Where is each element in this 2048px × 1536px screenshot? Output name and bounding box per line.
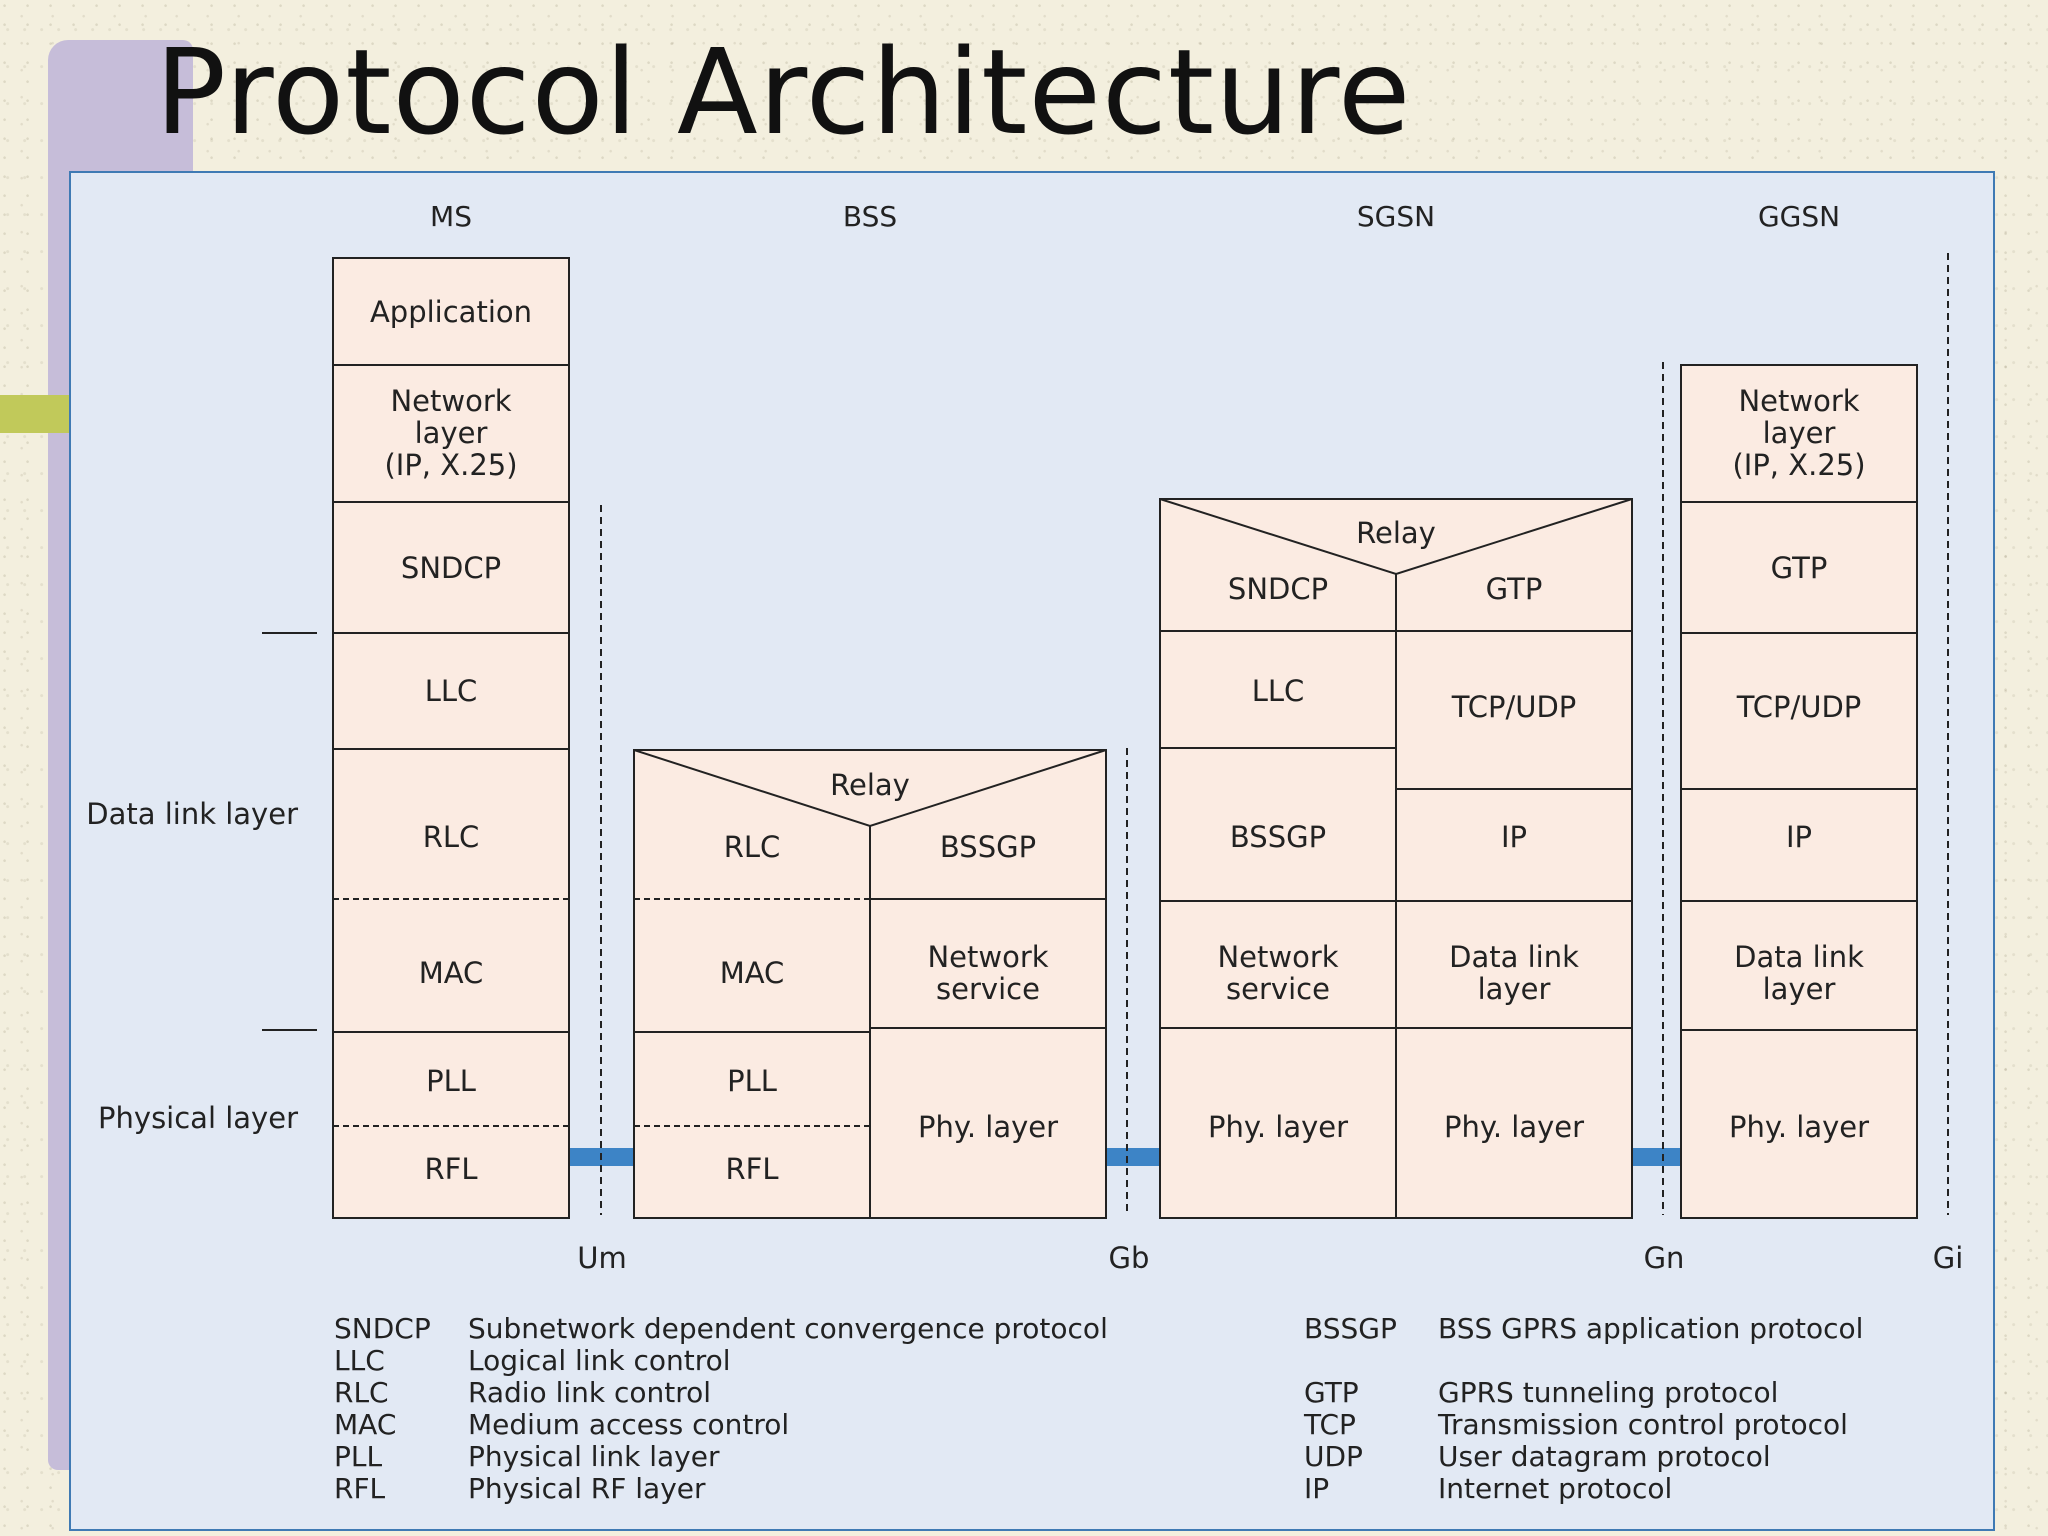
ggsn-stack bbox=[1680, 364, 1918, 1219]
ggsn-gtp: GTP bbox=[1771, 551, 1828, 585]
sgsn-tcp-udp: TCP/UDP bbox=[1451, 690, 1577, 724]
sgsn-ip: IP bbox=[1501, 820, 1527, 854]
sgsn-data-link-2: layer bbox=[1478, 972, 1551, 1006]
ggsn-data-link-1: Data link bbox=[1734, 940, 1864, 974]
bss-bssgp: BSSGP bbox=[940, 830, 1036, 864]
legend-abbr: BSSGP bbox=[1304, 1312, 1397, 1345]
ggsn-tcp-udp: TCP/UDP bbox=[1736, 690, 1862, 724]
link-gb bbox=[1106, 1148, 1161, 1166]
legend-text: Physical link layer bbox=[468, 1440, 720, 1473]
legend-abbr: PLL bbox=[334, 1440, 382, 1473]
interface-label-gn: Gn bbox=[1644, 1241, 1685, 1275]
ms-network-layer-3: (IP, X.25) bbox=[384, 448, 517, 482]
sgsn-data-link-1: Data link bbox=[1449, 940, 1579, 974]
ggsn-phy-layer: Phy. layer bbox=[1729, 1110, 1869, 1144]
node-label-ms: MS bbox=[430, 200, 472, 233]
interface-label-gb: Gb bbox=[1109, 1241, 1150, 1275]
ms-labels: Application Network layer (IP, X.25) SND… bbox=[370, 295, 532, 1186]
legend-text: Transmission control protocol bbox=[1437, 1408, 1848, 1441]
bss-labels: Relay RLC BSSGP MAC Network service PLL … bbox=[720, 768, 1058, 1186]
ms-network-layer-2: layer bbox=[415, 416, 488, 450]
node-label-ggsn: GGSN bbox=[1758, 200, 1840, 233]
ggsn-network-layer-3: (IP, X.25) bbox=[1732, 448, 1865, 482]
legend-abbr: RFL bbox=[334, 1472, 386, 1505]
ms-application: Application bbox=[370, 295, 532, 329]
legend-text: Logical link control bbox=[468, 1344, 731, 1377]
legend-text: Internet protocol bbox=[1438, 1472, 1672, 1505]
sgsn-bssgp: BSSGP bbox=[1230, 820, 1326, 854]
node-label-bss: BSS bbox=[843, 200, 897, 233]
ggsn-labels: Network layer (IP, X.25) GTP TCP/UDP IP … bbox=[1729, 384, 1869, 1144]
ms-stack bbox=[332, 257, 570, 1219]
sgsn-labels: Relay SNDCP GTP LLC TCP/UDP BSSGP IP Net… bbox=[1208, 516, 1584, 1144]
legend-abbr: RLC bbox=[334, 1376, 389, 1409]
ggsn-data-link-2: layer bbox=[1763, 972, 1836, 1006]
legend-abbr: SNDCP bbox=[334, 1312, 431, 1345]
side-label-physical: Physical layer bbox=[98, 1101, 298, 1135]
legend-text: BSS GPRS application protocol bbox=[1438, 1312, 1863, 1345]
ms-rlc: RLC bbox=[423, 820, 480, 854]
bss-mac: MAC bbox=[720, 956, 785, 990]
bss-phy-layer: Phy. layer bbox=[918, 1110, 1058, 1144]
legend-right: BSSGP BSS GPRS application protocol GTP … bbox=[1303, 1312, 1863, 1505]
sgsn-network-service-1: Network bbox=[1217, 940, 1338, 974]
legend-abbr: LLC bbox=[334, 1344, 385, 1377]
link-gn bbox=[1633, 1148, 1681, 1166]
decorative-green-bar bbox=[0, 395, 80, 433]
bss-rfl: RFL bbox=[726, 1152, 779, 1186]
sgsn-sndcp: SNDCP bbox=[1228, 572, 1328, 606]
legend-abbr: IP bbox=[1304, 1472, 1329, 1505]
ggsn-network-layer-2: layer bbox=[1763, 416, 1836, 450]
bss-pll: PLL bbox=[727, 1064, 777, 1098]
sgsn-llc: LLC bbox=[1252, 674, 1305, 708]
bss-rlc: RLC bbox=[724, 830, 781, 864]
legend-text: GPRS tunneling protocol bbox=[1438, 1376, 1778, 1409]
legend-abbr: UDP bbox=[1304, 1440, 1363, 1473]
legend-abbr: GTP bbox=[1304, 1376, 1359, 1409]
legend-text: Physical RF layer bbox=[468, 1472, 706, 1505]
node-label-sgsn: SGSN bbox=[1357, 200, 1435, 233]
legend-text: User datagram protocol bbox=[1438, 1440, 1771, 1473]
interface-label-um: Um bbox=[577, 1241, 626, 1275]
bss-network-service-2: service bbox=[936, 972, 1040, 1006]
legend-text: Subnetwork dependent convergence protoco… bbox=[468, 1312, 1108, 1345]
sgsn-phy-layer-left: Phy. layer bbox=[1208, 1110, 1348, 1144]
interface-label-gi: Gi bbox=[1933, 1241, 1964, 1275]
slide-title: Protocol Architecture bbox=[155, 23, 1412, 161]
sgsn-phy-layer-right: Phy. layer bbox=[1444, 1110, 1584, 1144]
ms-llc: LLC bbox=[425, 674, 478, 708]
legend-left: SNDCP Subnetwork dependent convergence p… bbox=[334, 1312, 1108, 1505]
legend-abbr: MAC bbox=[334, 1408, 396, 1441]
layer-brackets bbox=[262, 632, 317, 1031]
interface-lines bbox=[600, 253, 1949, 1215]
sgsn-relay: Relay bbox=[1356, 516, 1436, 550]
bss-network-service-1: Network bbox=[927, 940, 1048, 974]
legend-text: Medium access control bbox=[468, 1408, 789, 1441]
bss-relay: Relay bbox=[830, 768, 910, 802]
ms-rfl: RFL bbox=[425, 1152, 478, 1186]
ms-mac: MAC bbox=[419, 956, 484, 990]
bss-stack bbox=[633, 749, 1107, 1219]
sgsn-network-service-2: service bbox=[1226, 972, 1330, 1006]
side-label-data-link: Data link layer bbox=[86, 797, 298, 831]
ms-pll: PLL bbox=[426, 1064, 476, 1098]
sgsn-stack bbox=[1159, 498, 1633, 1219]
legend-abbr: TCP bbox=[1303, 1408, 1356, 1441]
ms-network-layer-1: Network bbox=[390, 384, 511, 418]
sgsn-gtp: GTP bbox=[1486, 572, 1543, 606]
ggsn-network-layer-1: Network bbox=[1738, 384, 1859, 418]
ggsn-ip: IP bbox=[1786, 820, 1812, 854]
legend-text: Radio link control bbox=[468, 1376, 711, 1409]
ms-sndcp: SNDCP bbox=[401, 551, 501, 585]
interface-labels: Um Gb Gn Gi bbox=[577, 1241, 1963, 1275]
